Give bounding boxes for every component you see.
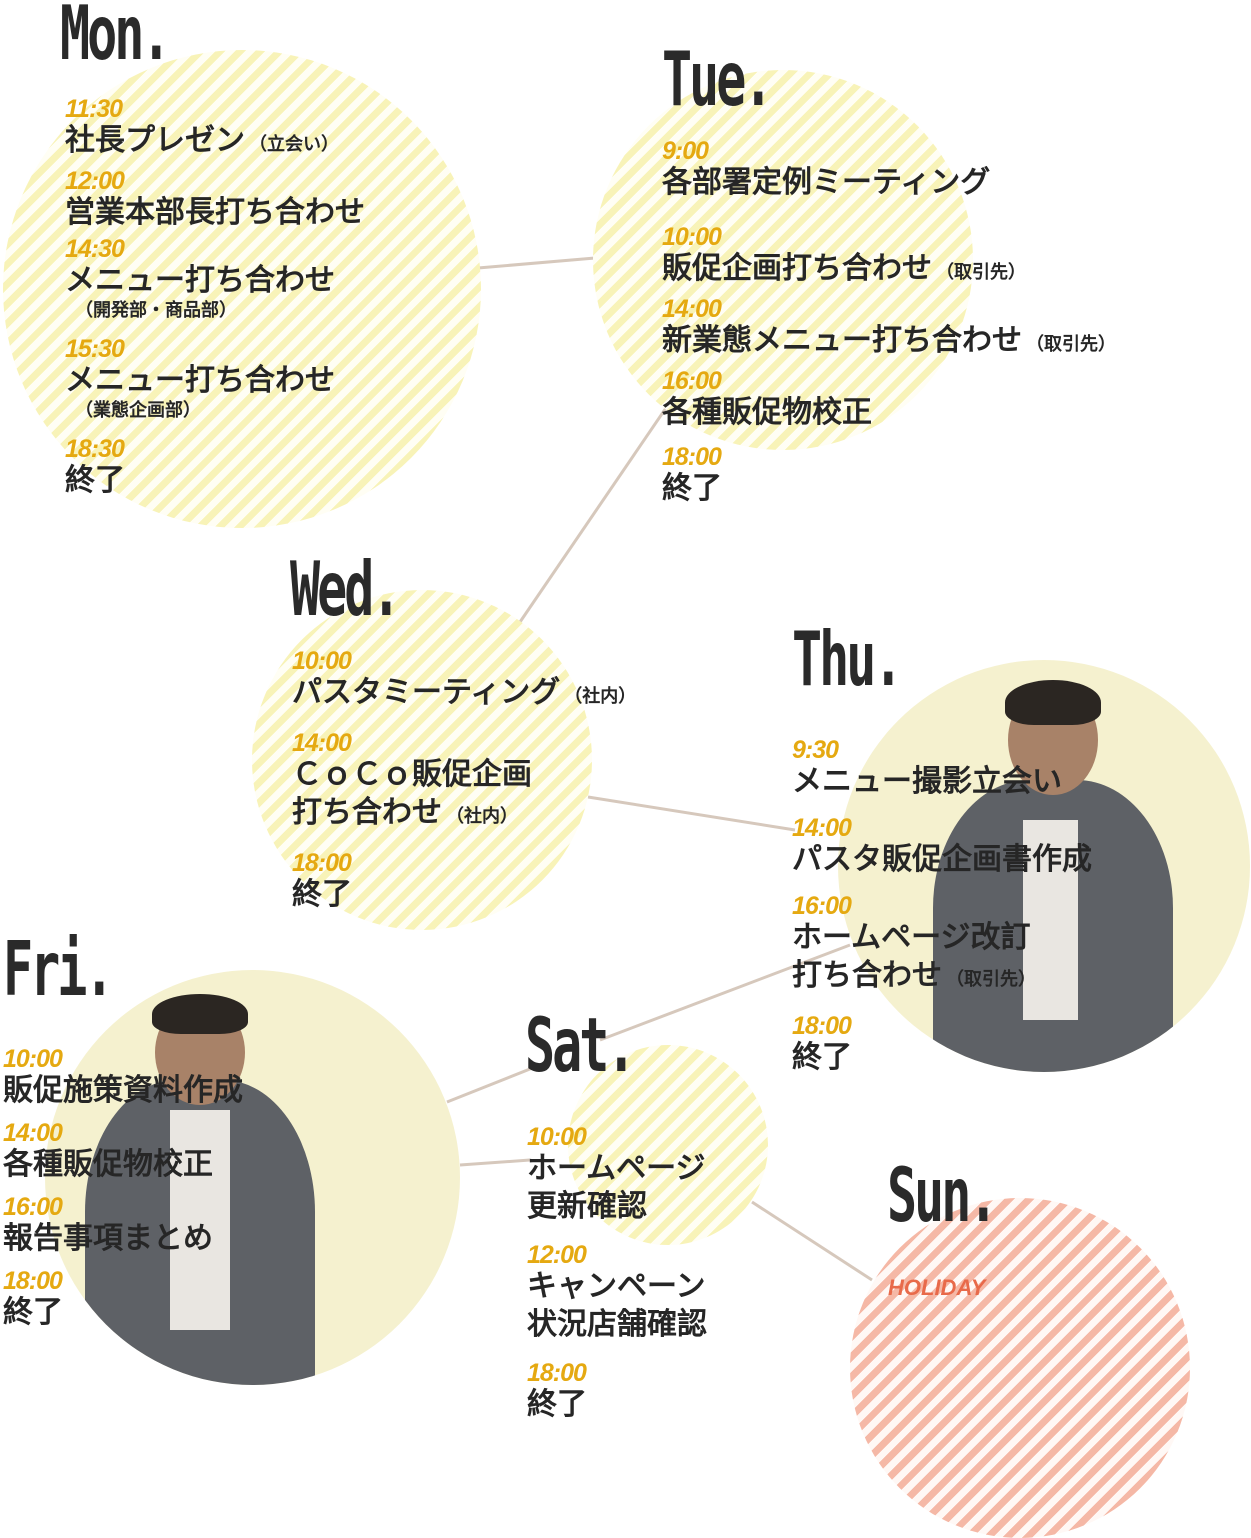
event: 終了 (792, 1040, 852, 1075)
connector-thu-sat (599, 943, 851, 1042)
event: 終了 (662, 471, 722, 506)
thu-photo-circle (838, 660, 1250, 1072)
time: 16:00 (662, 367, 722, 395)
fri-photo-circle (45, 970, 460, 1385)
schedule-fri: 10:00 販促施策資料作成 14:00 各種販促物校正 16:00 報告事項ま… (3, 1046, 243, 1336)
time: 12:00 (527, 1241, 587, 1269)
time: 18:00 (292, 849, 352, 877)
event: メニュー撮影立会い (792, 764, 1062, 799)
time: 14:00 (662, 295, 722, 323)
time: 16:00 (3, 1193, 63, 1221)
wed-circle (252, 590, 592, 930)
time: 16:00 (792, 892, 852, 920)
schedule-sat: 10:00 ホームページ更新確認 12:00 キャンペーン状況店舗確認 18:0… (527, 1124, 707, 1428)
event: パスタ販促企画書作成 (792, 842, 1092, 877)
sat-circle (568, 1045, 768, 1245)
event: 販促企画打ち合わせ（取引先） (662, 251, 1026, 286)
schedule-wed: 10:00 パスタミーティング（社内） 14:00 ＣｏＣｏ販促企画打ち合わせ（… (292, 648, 636, 918)
time: 15:30 (65, 335, 125, 363)
time: 14:00 (792, 814, 852, 842)
time: 18:00 (527, 1359, 587, 1387)
event: 各種販促物校正 (3, 1147, 213, 1182)
time: 14:30 (65, 235, 125, 263)
event: メニュー打ち合わせ（開発部・商品部） (65, 263, 335, 321)
time: 14:00 (292, 729, 352, 757)
day-label-fri: Fri. (3, 926, 114, 1013)
connector-tue-wed (518, 404, 670, 623)
time: 18:00 (3, 1267, 63, 1295)
time: 18:00 (662, 443, 722, 471)
time: 9:30 (792, 736, 839, 764)
event: ホームページ改訂打ち合わせ（取引先） (792, 920, 1036, 993)
connector-mon-tue (477, 256, 596, 270)
day-label-wed: Wed. (290, 546, 401, 633)
time: 11:30 (65, 95, 123, 123)
event: 終了 (3, 1295, 63, 1330)
sun-circle (850, 1198, 1190, 1538)
event: 販促施策資料作成 (3, 1073, 243, 1108)
schedule-sun: HOLIDAY (888, 1275, 985, 1301)
event: 終了 (292, 877, 352, 912)
event: ＣｏＣｏ販促企画打ち合わせ（社内） (292, 757, 532, 830)
event: 各種販促物校正 (662, 395, 872, 430)
time: 12:00 (65, 167, 125, 195)
event: 終了 (527, 1387, 587, 1422)
fri-person-photo (85, 994, 315, 1385)
time: 9:00 (662, 137, 709, 165)
event: メニュー打ち合わせ（業態企画部） (65, 363, 335, 421)
time: 14:00 (3, 1119, 63, 1147)
event: 報告事項まとめ (3, 1221, 213, 1256)
schedule-thu: 9:30 メニュー撮影立会い 14:00 パスタ販促企画書作成 16:00 ホー… (792, 737, 1092, 1081)
schedule-tue: 9:00 各部署定例ミーティング 10:00 販促企画打ち合わせ（取引先） 14… (662, 138, 1116, 512)
event: パスタミーティング（社内） (292, 675, 637, 710)
time: 18:30 (65, 435, 125, 463)
day-label-mon: Mon. (60, 0, 171, 77)
thu-person-photo (933, 680, 1173, 1072)
time: 10:00 (527, 1123, 587, 1151)
holiday-label: HOLIDAY (888, 1275, 986, 1300)
time: 10:00 (292, 647, 352, 675)
day-label-sat: Sat. (525, 1002, 636, 1089)
connector-wed-thu (587, 795, 796, 832)
time: 10:00 (3, 1045, 63, 1073)
event: 各部署定例ミーティング (662, 165, 991, 200)
day-label-tue: Tue. (662, 36, 773, 123)
event: 新業態メニュー打ち合わせ（取引先） (662, 323, 1116, 358)
day-label-thu: Thu. (792, 616, 903, 703)
tue-circle (593, 70, 973, 450)
connector-fri-sat (459, 1158, 531, 1167)
schedule-mon: 11:30 社長プレゼン（立会い） 12:00 営業本部長打ち合わせ 14:30… (65, 96, 365, 504)
day-label-sun: Sun. (887, 1152, 998, 1239)
time: 18:00 (792, 1012, 852, 1040)
connector-sat-sun (751, 1200, 873, 1282)
mon-circle (3, 50, 481, 528)
connector-sat-fri (446, 1063, 541, 1104)
event: 終了 (65, 463, 125, 498)
event: 社長プレゼン（立会い） (65, 123, 339, 158)
event: 営業本部長打ち合わせ (65, 195, 365, 230)
event: ホームページ更新確認 (527, 1151, 706, 1224)
event: キャンペーン状況店舗確認 (527, 1269, 707, 1342)
time: 10:00 (662, 223, 722, 251)
